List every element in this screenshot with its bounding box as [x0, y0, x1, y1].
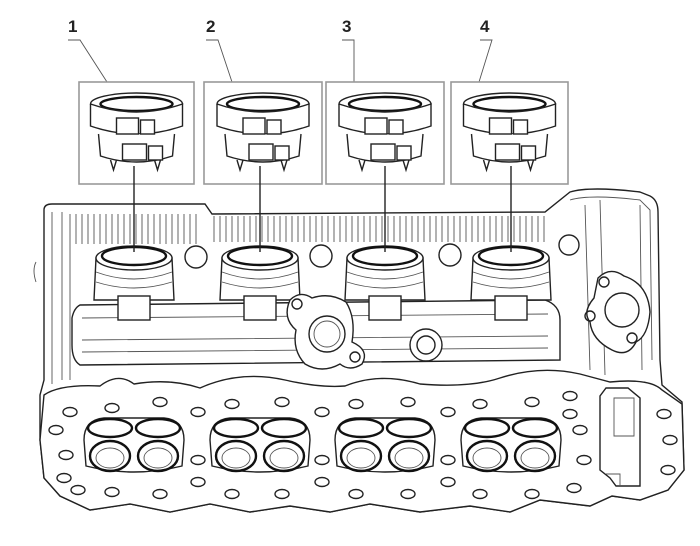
callout-3: 3 — [325, 17, 445, 252]
gasket-hole — [224, 488, 240, 500]
gasket-hole — [190, 406, 206, 418]
gasket-hole — [314, 454, 330, 466]
callout-4: 4 — [450, 17, 569, 252]
gasket-hole — [524, 396, 540, 408]
gasket-hole — [152, 396, 168, 408]
gasket-hole — [274, 396, 290, 408]
gasket-hole — [224, 398, 240, 410]
center-flange — [286, 293, 366, 370]
gasket-hole — [348, 488, 364, 500]
gasket-hole — [104, 486, 120, 498]
combustion-chamber — [209, 417, 311, 473]
right-flange — [584, 270, 651, 354]
gasket-hole — [656, 408, 672, 420]
intake-port — [93, 245, 175, 321]
bolt-boss — [438, 243, 462, 267]
callout-2: 2 — [203, 17, 323, 252]
gasket-hole — [440, 454, 456, 466]
bolt-boss — [558, 234, 580, 256]
gasket-hole — [562, 390, 578, 402]
intake-port — [344, 245, 426, 321]
gasket-hole — [562, 408, 578, 420]
intake-seal-icon — [338, 92, 432, 173]
gasket-hole — [576, 454, 592, 466]
gasket-hole — [190, 476, 206, 488]
bolt-boss — [309, 244, 333, 268]
gasket-hole — [56, 472, 72, 484]
callout-number: 2 — [206, 17, 215, 36]
combustion-chambers — [83, 417, 562, 473]
cooling-fins — [75, 214, 545, 244]
combustion-chamber — [460, 417, 562, 473]
intake-seal-icon — [216, 92, 310, 173]
combustion-chamber — [334, 417, 436, 473]
leader-line — [68, 39, 108, 83]
gasket-hole — [314, 406, 330, 418]
gasket-hole — [274, 488, 290, 500]
bolt-boss — [184, 245, 208, 269]
gasket-hole — [472, 398, 488, 410]
gasket-hole — [400, 396, 416, 408]
gasket-hole — [152, 488, 168, 500]
intake-ports — [93, 245, 552, 321]
gasket-hole — [70, 484, 86, 496]
gasket-hole — [58, 449, 74, 461]
gasket-hole — [472, 488, 488, 500]
combustion-chamber — [83, 417, 185, 473]
gasket-hole — [104, 402, 120, 414]
gasket-hole — [660, 464, 676, 476]
gasket-hole — [524, 488, 540, 500]
intake-seal-icon — [89, 92, 184, 173]
leader-line — [206, 39, 233, 83]
gasket-hole — [440, 476, 456, 488]
callouts: 1 2 3 4 — [68, 17, 569, 252]
callout-number: 1 — [68, 17, 77, 36]
leader-line — [342, 39, 355, 82]
gasket-hole — [62, 406, 78, 418]
gasket-hole — [348, 398, 364, 410]
gasket-hole — [190, 454, 206, 466]
small-boss — [409, 328, 443, 362]
gasket-hole — [662, 434, 678, 446]
gasket-hole — [400, 488, 416, 500]
gasket-hole — [48, 424, 64, 436]
chain-tunnel — [599, 387, 641, 487]
gasket-hole — [440, 406, 456, 418]
callout-1: 1 — [68, 17, 195, 252]
gasket-hole — [566, 482, 582, 494]
leader-line — [478, 39, 493, 83]
intake-seal-icon — [462, 92, 557, 173]
gasket-hole — [572, 424, 588, 436]
intake-port — [470, 245, 552, 321]
gasket-holes — [48, 390, 678, 500]
gasket-hole — [314, 476, 330, 488]
bolt-bosses — [184, 234, 580, 269]
callout-number: 3 — [342, 17, 351, 36]
callout-number: 4 — [480, 17, 490, 36]
